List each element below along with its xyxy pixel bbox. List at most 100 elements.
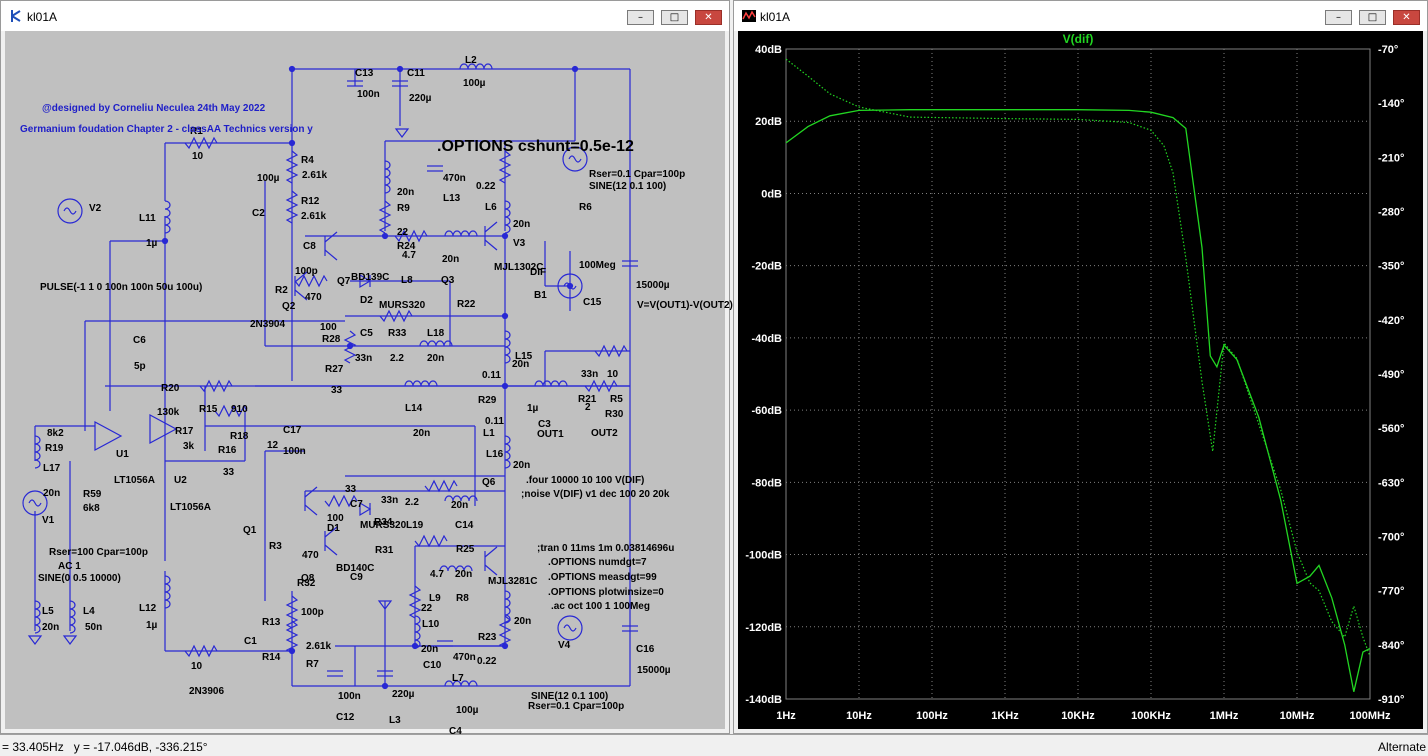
maximize-button[interactable]: □ [661,10,688,25]
resistor-symbol[interactable] [498,615,512,649]
diode-symbol[interactable] [359,273,372,289]
voltage-source-symbol[interactable] [557,273,583,299]
voltage-source-symbol[interactable] [568,155,582,163]
resistor-symbol[interactable] [378,200,392,234]
transistor-symbol[interactable] [294,289,308,301]
opamp-symbol[interactable] [149,413,178,445]
component-label: 100µ [463,78,486,89]
inductor-symbol[interactable] [444,680,478,687]
resistor-symbol[interactable] [294,274,328,288]
spice-directive[interactable]: .OPTIONS numdgt=7 [548,557,647,568]
resistor-symbol[interactable] [214,404,248,418]
options-directive[interactable]: .OPTIONS cshunt=0.5e-12 [437,138,634,155]
transistor-symbol[interactable] [324,526,338,538]
inductor-symbol[interactable] [164,200,171,234]
transistor-symbol[interactable] [304,504,318,516]
voltage-source-symbol[interactable] [28,499,42,507]
resistor-symbol[interactable] [184,644,218,658]
transistor-symbol[interactable] [324,544,338,556]
voltage-source-symbol[interactable] [563,282,577,290]
resistor-symbol[interactable] [285,150,299,184]
inductor-symbol[interactable] [459,63,493,70]
inductor-symbol[interactable] [439,565,473,572]
component-label: V3 [513,238,526,249]
inductor-symbol[interactable] [164,575,171,609]
transistor-symbol[interactable] [304,486,318,498]
resistor-symbol[interactable] [324,494,358,508]
inductor-symbol[interactable] [534,380,568,387]
inductor-symbol[interactable] [34,600,41,634]
diode-symbol[interactable] [359,501,372,517]
component-label: C3 [538,419,551,430]
transistor-symbol[interactable] [484,564,498,576]
transistor-symbol[interactable] [324,249,338,261]
close-button[interactable]: ✕ [695,10,722,25]
component-label: 2 [585,402,591,413]
transistor-symbol[interactable] [484,546,498,558]
phase-trace[interactable] [785,58,1371,657]
inductor-symbol[interactable] [34,435,41,469]
schematic-titlebar[interactable]: kl01A – □ ✕ [1,1,729,31]
waveform-titlebar[interactable]: kl01A – □ ✕ [734,1,1427,31]
resistor-symbol[interactable] [199,379,233,393]
inductor-symbol[interactable] [444,230,478,237]
transistor-symbol[interactable] [324,231,338,243]
resistor-symbol[interactable] [424,479,458,493]
close-button[interactable]: ✕ [1393,10,1420,25]
inductor-symbol[interactable] [504,435,511,469]
opamp-symbol[interactable] [94,420,123,452]
component-label: R13 [262,617,281,628]
resistor-symbol[interactable] [414,534,448,548]
resistor-symbol[interactable] [379,309,413,323]
component-label: 2.61k [301,211,326,222]
resistor-symbol[interactable] [184,136,218,150]
voltage-source-symbol[interactable] [557,615,583,641]
resistor-symbol[interactable] [285,190,299,224]
inductor-symbol[interactable] [444,495,478,502]
component-label: C12 [336,712,355,723]
transistor-symbol[interactable] [484,239,498,251]
resistor-symbol[interactable] [285,620,299,654]
spice-directive[interactable]: .OPTIONS measdgt=99 [548,572,657,583]
minimize-button[interactable]: – [1325,10,1352,25]
component-label: C17 [283,425,302,436]
inductor-symbol[interactable] [404,380,438,387]
resistor-symbol[interactable] [498,150,512,184]
inductor-symbol[interactable] [504,200,511,234]
voltage-source-symbol[interactable] [63,207,77,215]
transistor-symbol[interactable] [484,221,498,233]
spice-directive[interactable]: ;tran 0 11ms 1m 0.03814696u [537,543,674,554]
spice-directive[interactable]: ;noise V(DIF) v1 dec 100 20 20k [521,489,670,500]
inductor-symbol[interactable] [384,160,391,194]
transistor-symbol[interactable] [294,271,308,283]
spice-directive[interactable]: .OPTIONS plotwinsize=0 [548,587,664,598]
resistor-symbol[interactable] [343,330,357,364]
resistor-symbol[interactable] [285,595,299,629]
inductor-symbol[interactable] [414,615,421,649]
inductor-symbol[interactable] [504,330,511,364]
spice-directive[interactable]: .four 10000 10 100 V(DIF) [526,475,644,486]
minimize-button[interactable]: – [627,10,654,25]
voltage-source-symbol[interactable] [22,490,48,516]
component-label: 10 [191,661,203,672]
component-label: 1µ [146,620,158,631]
spice-directive[interactable]: .ac oct 100 1 100Meg [551,601,650,612]
resistor-symbol[interactable] [394,229,428,243]
inductor-symbol[interactable] [69,600,76,634]
inductor-symbol[interactable] [504,590,511,624]
inductor-symbol[interactable] [419,340,453,347]
maximize-button[interactable]: □ [1359,10,1386,25]
voltage-source-symbol[interactable] [57,198,83,224]
voltage-source-symbol[interactable] [563,624,577,632]
voltage-source-symbol[interactable] [562,146,588,172]
resistor-symbol[interactable] [408,585,422,619]
resistor-symbol[interactable] [584,379,618,393]
component-label: 220µ [409,93,432,104]
magnitude-trace[interactable] [785,109,1371,692]
resistor-symbol[interactable] [594,344,628,358]
trace-title[interactable]: V(dif) [1063,32,1094,46]
